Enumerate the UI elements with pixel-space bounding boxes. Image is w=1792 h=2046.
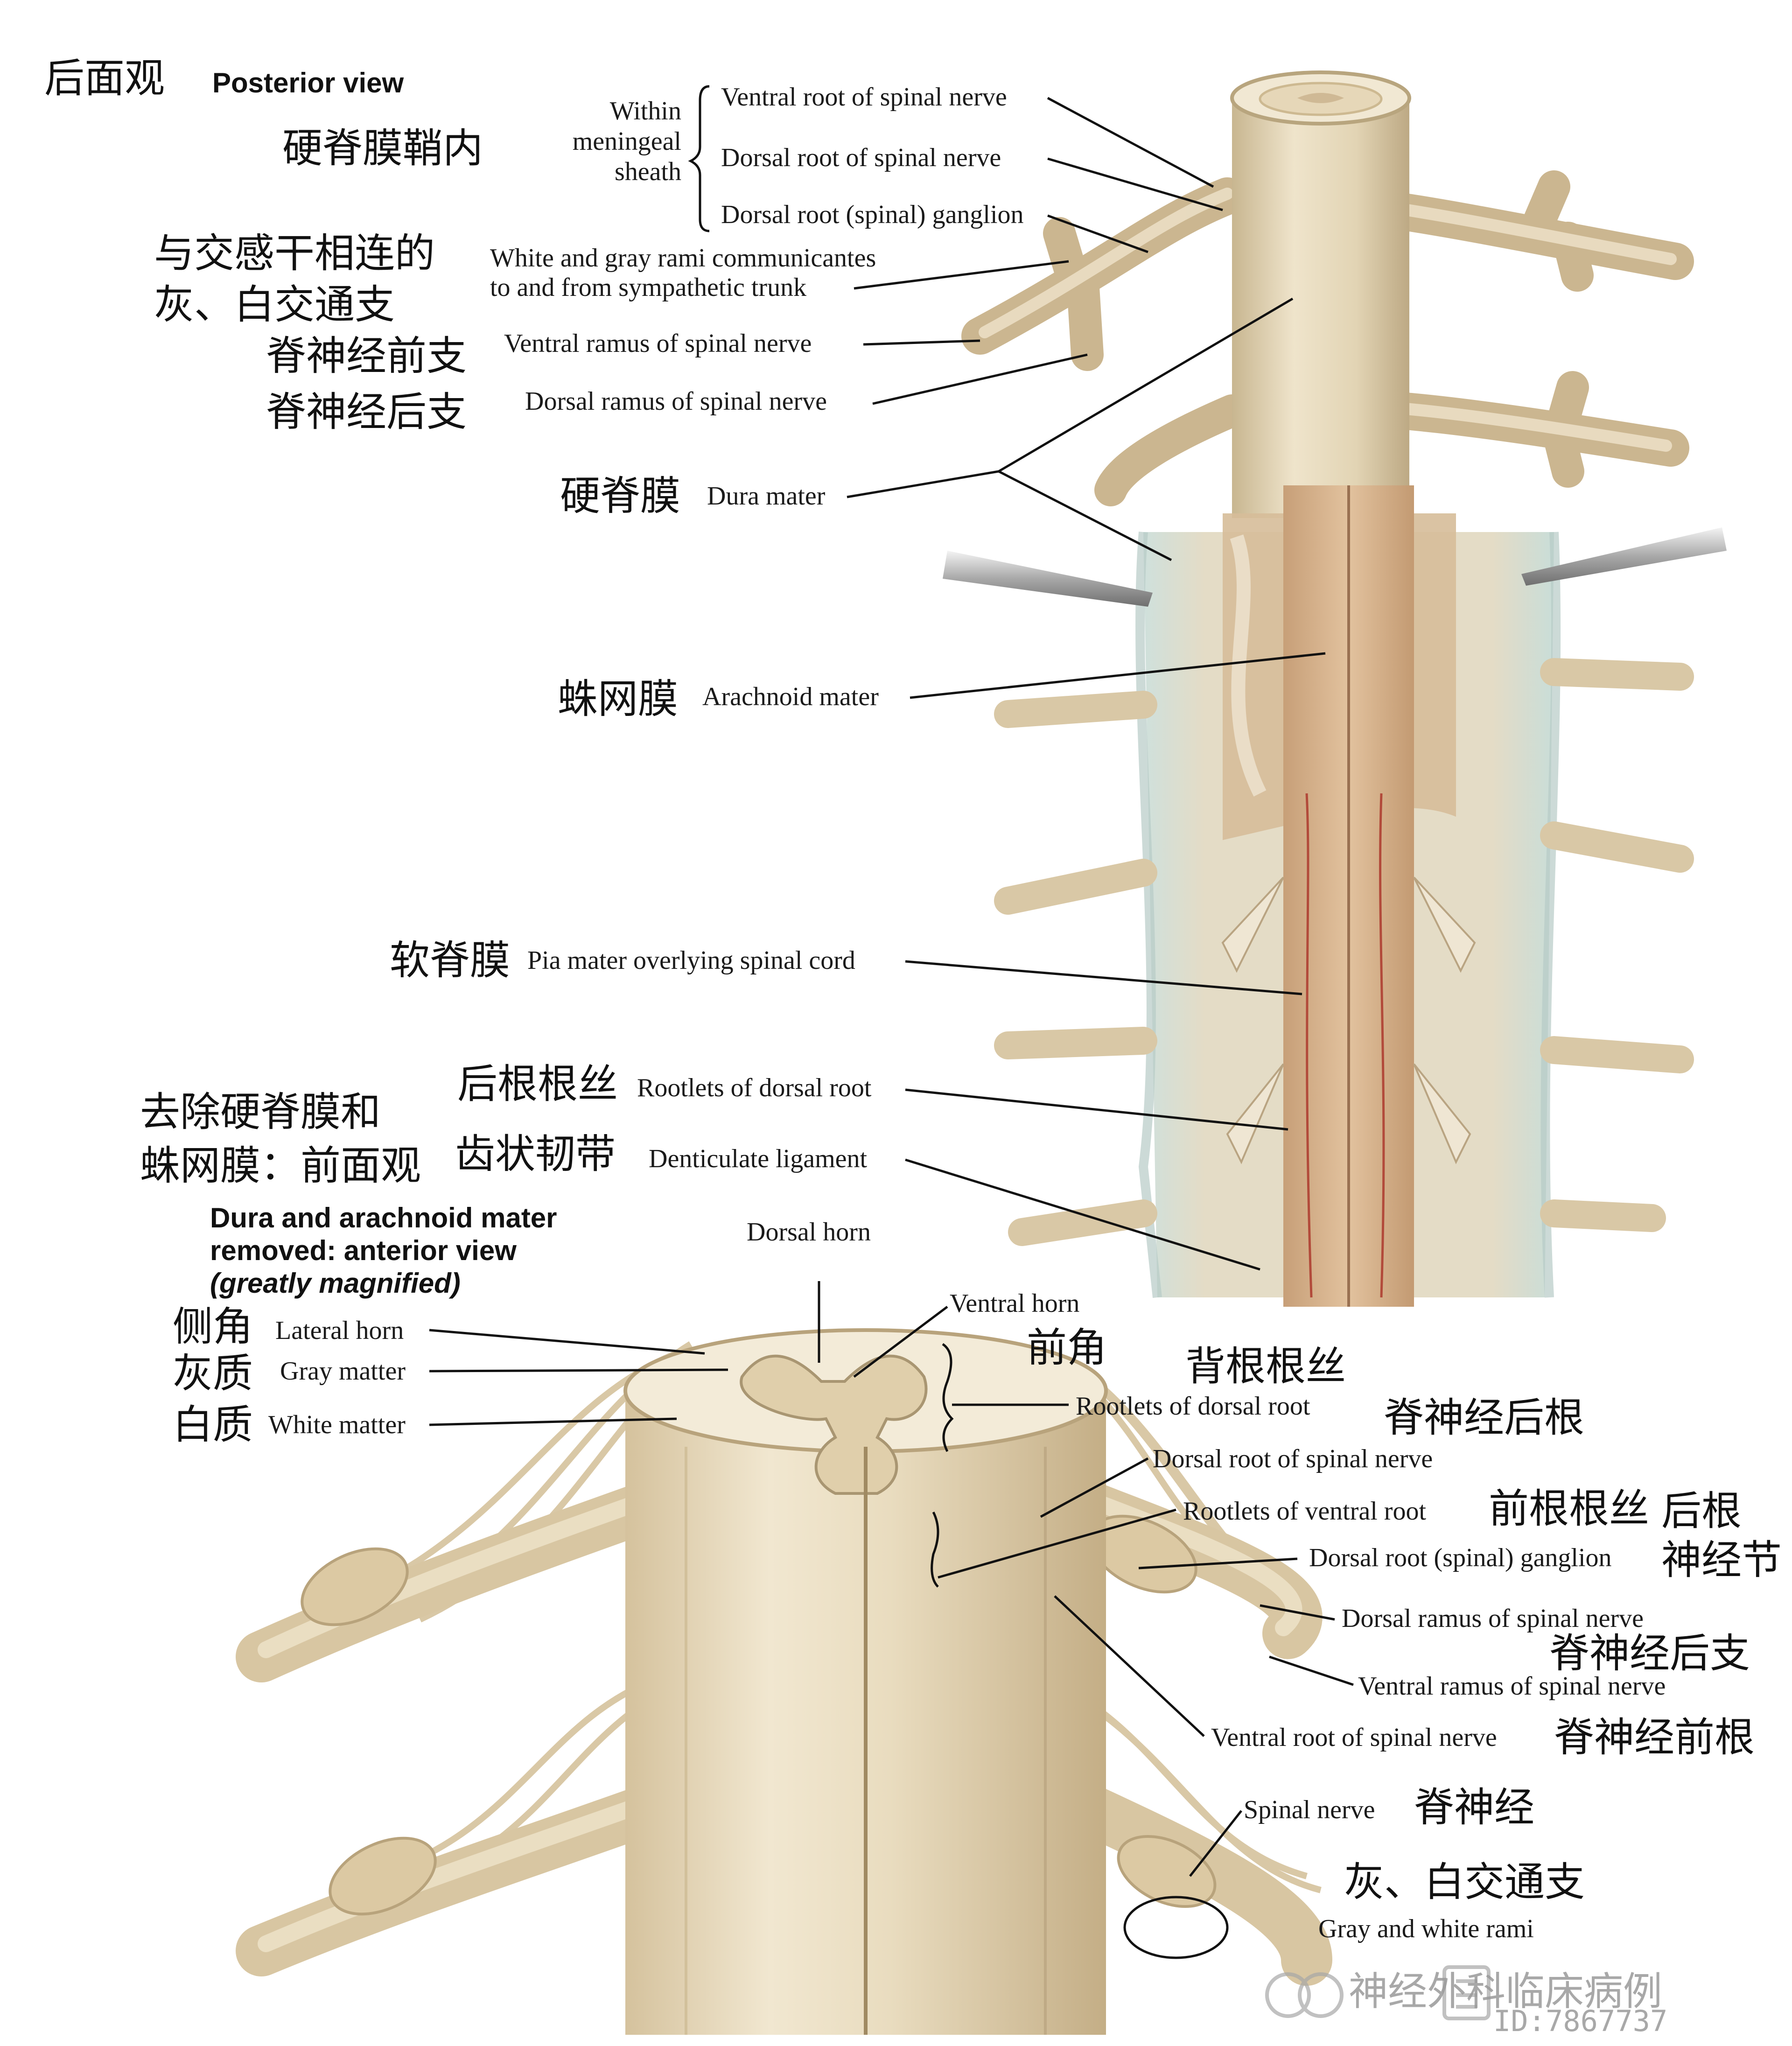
meningeal-sheath xyxy=(1232,98,1409,518)
right-probe xyxy=(1521,527,1727,586)
sheath-title-zh: 硬脊膜鞘内 xyxy=(282,125,483,172)
dorsal-ramus-zh-b: 脊神经后支 xyxy=(1549,1630,1750,1677)
ganglion-zh-2: 神经节 xyxy=(1661,1537,1782,1584)
pia-zh: 软脊膜 xyxy=(390,937,510,984)
lateral-horn-label: Lateral horn xyxy=(275,1316,404,1345)
ganglion-label-b: Dorsal root (spinal) ganglion xyxy=(1309,1543,1612,1572)
rami-zh-2: 灰、白交通支 xyxy=(154,281,395,328)
posterior-view-title-en: Posterior view xyxy=(212,67,404,98)
spinal-nerve-zh: 脊神经 xyxy=(1414,1784,1534,1831)
ganglion-zh-1: 后根 xyxy=(1661,1488,1742,1534)
gray-matter xyxy=(740,1354,928,1495)
rami-label-2: to and from sympathetic trunk xyxy=(490,273,807,302)
gray-matter-label: Gray matter xyxy=(280,1357,406,1386)
lateral-horn-zh: 侧角 xyxy=(173,1303,253,1350)
leader-lines xyxy=(429,85,1354,1959)
posterior-view-title-zh: 后面观 xyxy=(44,55,165,102)
rootlets-dorsal-zh: 背根根丝 xyxy=(1185,1343,1346,1390)
denticulate-zh: 齿状韧带 xyxy=(455,1131,616,1177)
lateral-nerve-stubs xyxy=(994,658,1694,1246)
sheath-label-3: sheath xyxy=(614,157,681,186)
denticulate-label: Denticulate ligament xyxy=(649,1144,868,1173)
ventral-root-label-b: Ventral root of spinal nerve xyxy=(1211,1723,1497,1752)
sheath-label-1: Within xyxy=(609,97,681,126)
rami-zh-1: 与交感干相连的 xyxy=(154,230,435,277)
rootlets-ventral-zh: 前根根丝 xyxy=(1489,1485,1649,1532)
pia-label: Pia mater overlying spinal cord xyxy=(527,946,855,975)
white-matter-label: White matter xyxy=(268,1410,406,1439)
anterior-view-art xyxy=(236,1328,1332,2035)
ganglion-label: Dorsal root (spinal) ganglion xyxy=(721,200,1024,229)
ventral-root-label: Ventral root of spinal nerve xyxy=(721,83,1007,112)
dorsal-root-zh: 脊神经后根 xyxy=(1384,1394,1584,1441)
removed-zh-2: 蛛网膜：前面观 xyxy=(140,1142,421,1189)
arachnoid-zh: 蛛网膜 xyxy=(558,676,678,722)
gray-white-rami-zh: 灰、白交通支 xyxy=(1344,1859,1585,1906)
dorsal-root-label-b: Dorsal root of spinal nerve xyxy=(1153,1444,1433,1473)
ventral-ramus-zh: 脊神经前支 xyxy=(266,333,467,379)
dorsal-root-label: Dorsal root of spinal nerve xyxy=(721,143,1001,172)
ventral-ramus-label: Ventral ramus of spinal nerve xyxy=(504,329,812,358)
rootlets-dorsal-label: Rootlets of dorsal root xyxy=(1076,1392,1310,1421)
arachnoid-label: Arachnoid mater xyxy=(702,682,879,711)
watermark-logo xyxy=(1265,1965,1491,2020)
rootlets-ventral-label: Rootlets of ventral root xyxy=(1183,1497,1427,1526)
sheath-label-2: meningeal xyxy=(572,127,681,156)
gray-matter-zh: 灰质 xyxy=(173,1350,253,1397)
rami-label-1: White and gray rami communicantes xyxy=(490,244,876,273)
left-probe xyxy=(943,551,1153,607)
rootlets-label: Rootlets of dorsal root xyxy=(637,1073,872,1102)
dorsal-ramus-label: Dorsal ramus of spinal nerve xyxy=(525,387,827,416)
dorsal-root-ganglia xyxy=(301,1514,1217,1916)
dorsal-horn-label: Dorsal horn xyxy=(747,1218,871,1247)
white-matter-zh: 白质 xyxy=(173,1401,253,1448)
spinal-nerve-label: Spinal nerve xyxy=(1244,1795,1375,1824)
ventral-horn-label: Ventral horn xyxy=(950,1289,1080,1318)
dorsal-ramus-label-b: Dorsal ramus of spinal nerve xyxy=(1342,1604,1644,1633)
ventral-root-zh-b: 脊神经前根 xyxy=(1554,1714,1755,1761)
removed-en-2: removed: anterior view xyxy=(210,1235,517,1266)
removed-en-3: (greatly magnified) xyxy=(210,1268,461,1299)
dorsal-rootlet-fans xyxy=(1221,876,1476,1164)
posterior-view-art xyxy=(943,70,1727,1307)
removed-zh-1: 去除硬脊膜和 xyxy=(140,1089,381,1135)
watermark-id: ID:7867737 xyxy=(1493,2004,1668,2038)
ventral-ramus-label-b: Ventral ramus of spinal nerve xyxy=(1358,1672,1666,1701)
rootlets-zh: 后根根丝 xyxy=(457,1061,618,1107)
dorsal-ramus-zh: 脊神经后支 xyxy=(266,389,467,435)
removed-en-1: Dura and arachnoid mater xyxy=(210,1202,557,1233)
dura-zh: 硬脊膜 xyxy=(560,473,680,519)
ventral-horn-zh: 前角 xyxy=(1027,1324,1107,1371)
gray-white-rami-label: Gray and white rami xyxy=(1318,1914,1534,1943)
watermark-text: 神经外科临床病例 xyxy=(1349,1969,1663,2014)
dura-label: Dura mater xyxy=(707,482,826,511)
